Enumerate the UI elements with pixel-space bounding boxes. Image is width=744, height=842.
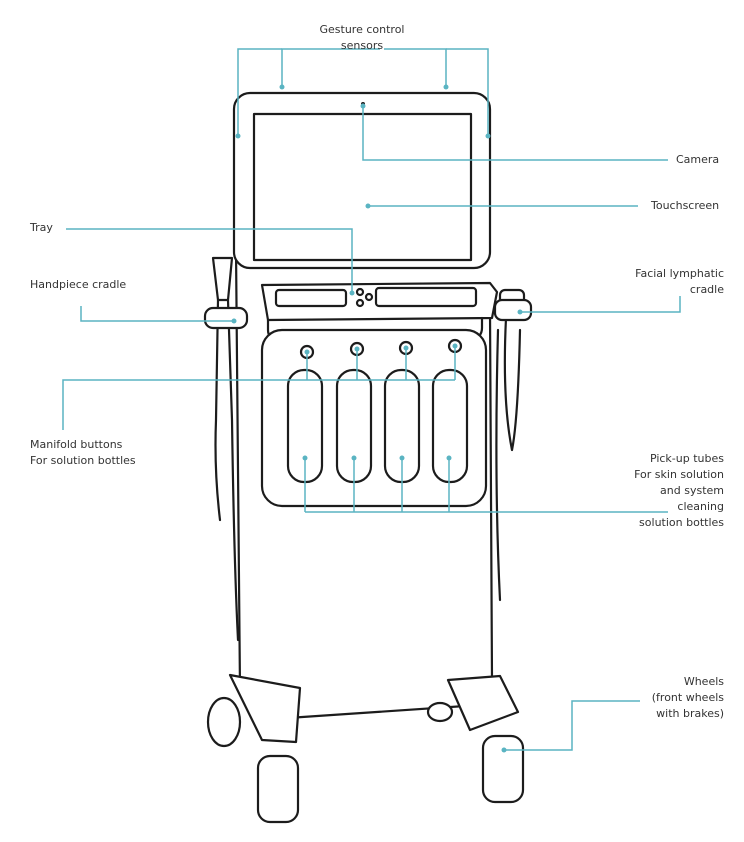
leader-facial-lymphatic-cradle: [517, 296, 681, 315]
label-handpiece-cradle-line-1: Handpiece cradle: [30, 278, 127, 291]
label-wheels-line-1: Wheels: [683, 675, 724, 688]
leader-touchscreen: [365, 203, 638, 209]
front-wheel-left: [256, 754, 300, 824]
label-pickup-tubes-line-2: For skin solution: [634, 468, 724, 481]
label-facial-lymphatic-cradle-line-2: cradle: [689, 283, 724, 296]
leader-handpiece-cradle: [80, 306, 237, 324]
column-right-edge: [488, 308, 494, 682]
handpiece-cradle-body: [203, 306, 249, 330]
label-handpiece-cradle: Handpiece cradle: [30, 277, 126, 293]
label-gesture-sensors: Gesture control sensors: [302, 22, 422, 54]
front-wheel-right: [481, 734, 525, 804]
label-pickup-tubes-line-1: Pick-up tubes: [649, 452, 724, 465]
device-drawing: [203, 91, 533, 824]
manifold-knobs: [299, 338, 463, 360]
bottles: [286, 368, 469, 484]
leader-camera: [360, 103, 668, 161]
leader-tray: [66, 228, 355, 296]
label-pickup-tubes: Pick-up tubes For skin solution and syst…: [596, 451, 724, 531]
leader-gesture-sensors: [235, 48, 491, 139]
label-camera: Camera: [676, 152, 719, 168]
left-hose: [226, 298, 240, 642]
right-hose: [495, 328, 502, 602]
tray-right-compartment: [374, 286, 478, 308]
tray-button-1: [355, 287, 365, 297]
base-left-foot: [228, 673, 302, 744]
label-manifold-buttons: Manifold buttons For solution bottles: [30, 437, 136, 469]
label-facial-lymphatic-cradle: Facial lymphatic cradle: [596, 266, 724, 298]
handpiece-head: [211, 256, 234, 302]
rear-wheel: [206, 696, 242, 748]
label-wheels: Wheels (front wheels with brakes): [596, 674, 724, 722]
label-facial-lymphatic-cradle-line-1: Facial lymphatic: [635, 267, 724, 280]
bottle-4: [431, 368, 469, 484]
label-pickup-tubes-line-4: cleaning: [677, 500, 724, 513]
label-manifold-buttons-line-1: Manifold buttons: [30, 438, 123, 451]
leader-manifold-buttons: [62, 343, 458, 430]
label-manifold-buttons-line-2: For solution bottles: [30, 454, 136, 467]
label-tray: Tray: [30, 220, 53, 236]
tray-button-2: [364, 292, 374, 302]
base-right-foot: [446, 674, 520, 732]
label-gesture-sensors-line-2: sensors: [340, 39, 384, 52]
leader-pickup-tubes: [302, 455, 668, 513]
label-wheels-line-2: (front wheels: [651, 691, 724, 704]
tray-left-compartment: [274, 288, 348, 308]
label-pickup-tubes-line-3: and system: [660, 484, 724, 497]
label-touchscreen-line-1: Touchscreen: [651, 199, 720, 212]
label-touchscreen: Touchscreen: [651, 198, 719, 214]
facial-lymphatic-cradle-body: [493, 298, 533, 322]
monitor-bezel: [232, 91, 492, 270]
label-tray-line-1: Tray: [30, 221, 53, 234]
label-wheels-line-3: with brakes): [656, 707, 724, 720]
leader-lines: [62, 48, 681, 753]
label-pickup-tubes-line-5: solution bottles: [639, 516, 724, 529]
rear-wheel-2: [426, 701, 454, 723]
lymphatic-handpiece-body: [503, 316, 522, 452]
tray-button-3: [355, 298, 365, 308]
label-gesture-sensors-line-1: Gesture control: [319, 23, 405, 36]
leader-wheels: [501, 700, 640, 753]
handpiece-hose: [214, 298, 222, 522]
label-camera-line-1: Camera: [676, 153, 720, 166]
